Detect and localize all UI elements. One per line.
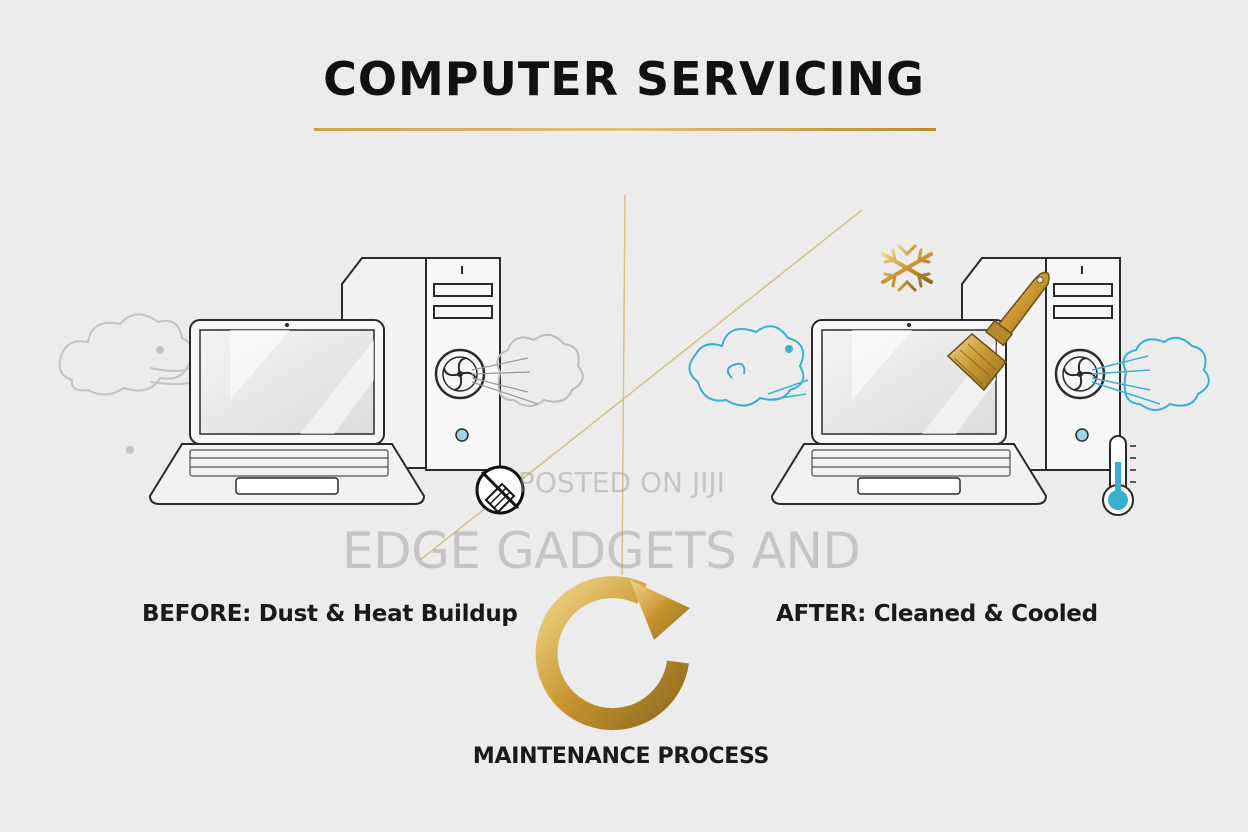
laptop-icon [770, 319, 1048, 505]
dust-cloud-icon [471, 333, 584, 407]
no-cleaning-icon [475, 465, 525, 515]
cool-air-cloud-icon [1091, 336, 1210, 411]
snowflake-icon [881, 238, 933, 298]
cycle-arrow-icon [535, 576, 690, 731]
title-divider [314, 128, 936, 131]
page-title: COMPUTER SERVICING [323, 52, 925, 106]
process-caption: MAINTENANCE PROCESS [472, 744, 770, 769]
thermometer-icon [1102, 435, 1136, 516]
fan-icon [1054, 348, 1106, 400]
watermark-line2: EDGE GADGETS AND [342, 522, 861, 580]
keyboard [189, 449, 389, 477]
brush-icon [946, 271, 1050, 392]
after-caption: AFTER: Cleaned & Cooled [776, 601, 1098, 627]
before-illustration [58, 257, 584, 515]
before-caption: BEFORE: Dust & Heat Buildup [142, 601, 518, 627]
laptop-icon [148, 319, 426, 505]
watermark-line1: POSTED ON JIJI [518, 466, 725, 499]
after-illustration [688, 238, 1210, 516]
cool-air-cloud-icon [688, 325, 809, 407]
keyboard [811, 449, 1011, 477]
